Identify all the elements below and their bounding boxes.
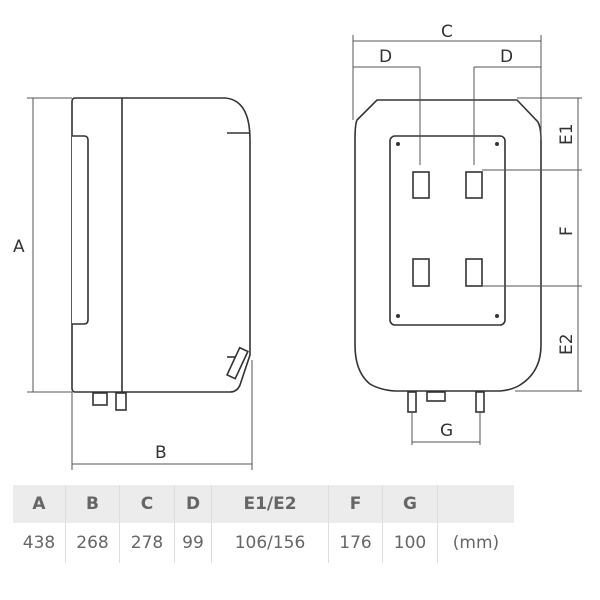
table-cell: 99	[174, 523, 212, 563]
technical-diagram: A B C D D E1 F E2 G	[13, 22, 582, 470]
table-header: D	[174, 485, 212, 523]
dimension-label-g: G	[440, 421, 453, 441]
table-cell-unit: (mm)	[437, 523, 514, 563]
table-header: C	[119, 485, 175, 523]
table-cell: 268	[65, 523, 120, 563]
dimension-label-a: A	[13, 237, 25, 257]
table-header: F	[328, 485, 383, 523]
table-header: B	[65, 485, 120, 523]
dimension-label-e2: E2	[557, 333, 577, 355]
dimension-label-e1: E1	[557, 123, 577, 145]
table-cell: 278	[119, 523, 175, 563]
table-cell: 106/156	[211, 523, 329, 563]
table-cell: 438	[22, 533, 56, 553]
dimension-label-d-left: D	[379, 47, 392, 67]
dimension-label-c: C	[441, 22, 453, 42]
table-cell: 100	[382, 523, 438, 563]
table-row: 438 268 278 99 106/156 176 100 (mm)	[13, 523, 514, 563]
dimension-label-f: F	[557, 226, 577, 236]
side-view: A B	[13, 97, 253, 470]
table-cell: 176	[328, 523, 383, 563]
dimension-label-d-right: D	[500, 47, 513, 67]
table-header: G	[382, 485, 438, 523]
table-header: E1/E2	[211, 485, 329, 523]
front-view: C D D E1 F E2 G	[352, 22, 582, 445]
dimensions-table: A B C D E1/E2 F G 438 268 278 99 106/156…	[13, 485, 514, 563]
table-header	[437, 485, 514, 523]
dimension-label-b: B	[155, 443, 167, 463]
table-header-row: A B C D E1/E2 F G	[13, 485, 514, 523]
table-header: A	[13, 485, 66, 523]
